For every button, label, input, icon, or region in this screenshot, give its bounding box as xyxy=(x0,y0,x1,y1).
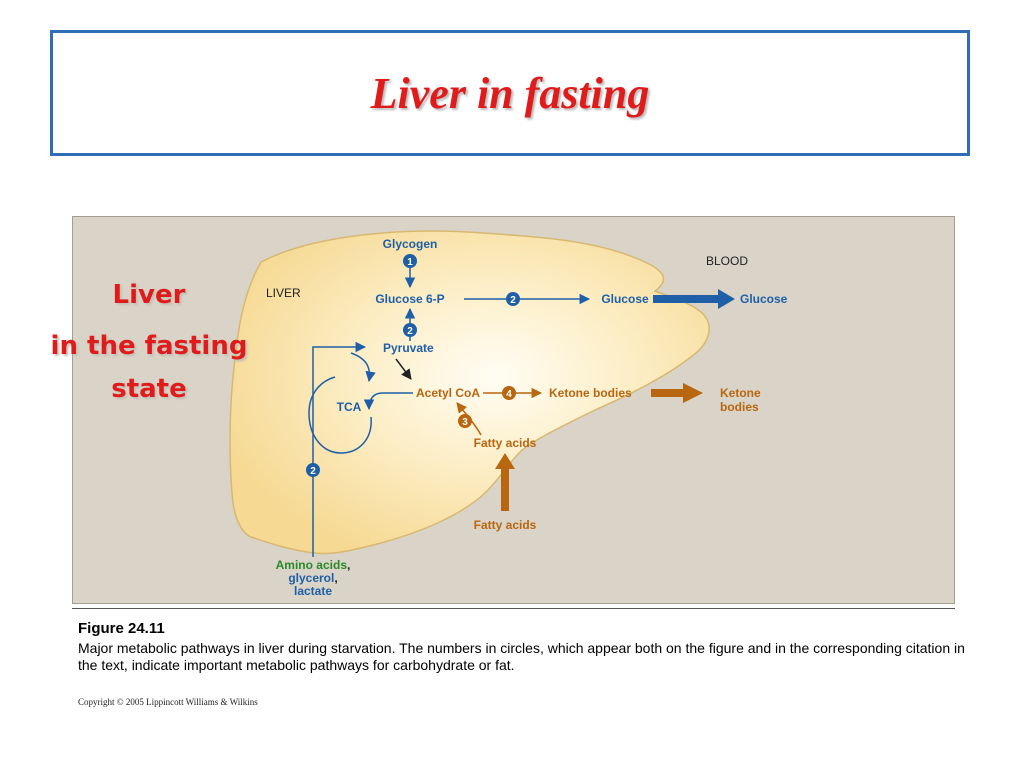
lactate-label: lactate xyxy=(294,584,332,598)
ketone-blood-label-line1: Ketone xyxy=(720,386,761,400)
tca-cycle-loop xyxy=(308,376,372,454)
glycerol-label: glycerol xyxy=(288,571,334,585)
arrow-blood-fattyacids-to-liver xyxy=(495,453,515,511)
glycogen-label: Glycogen xyxy=(383,237,438,251)
slide-title: Liver in fasting xyxy=(370,68,650,118)
ketone-bodies-label: Ketone bodies xyxy=(549,386,632,400)
line-amino-acids-to-pyruvate xyxy=(312,341,367,557)
arrow-acetylcoa-to-tca xyxy=(363,392,413,411)
pathway-number-1-circle xyxy=(403,254,417,268)
fatty-acids-blood-label: Fatty acids xyxy=(474,518,537,532)
pathway-number-2b-circle xyxy=(403,323,417,337)
fatty-acids-liver-label: Fatty acids xyxy=(474,436,537,450)
glycerol-comma: , xyxy=(334,571,337,585)
figure-caption: Major metabolic pathways in liver during… xyxy=(78,640,965,673)
figure-label: Figure 24.11 xyxy=(78,620,165,637)
amino-acids-line: Amino acids, xyxy=(276,558,351,572)
arrow-glucose-to-blood xyxy=(653,289,735,309)
liver-label: LIVER xyxy=(266,286,301,300)
glucose-liver-label: Glucose xyxy=(601,292,649,306)
pathway-number-2b: 2 xyxy=(407,326,413,337)
side-label-line1: Liver xyxy=(112,280,186,310)
pathway-number-1: 1 xyxy=(407,257,413,268)
pathway-number-4-circle xyxy=(502,386,516,400)
glycerol-line: glycerol, xyxy=(288,571,337,585)
acetylcoa-label: Acetyl CoA xyxy=(416,386,480,400)
pyruvate-label: Pyruvate xyxy=(383,341,434,355)
pathway-number-2c-circle xyxy=(306,463,320,477)
pathway-number-2a-circle xyxy=(506,292,520,306)
title-box: Liver in fasting xyxy=(50,30,970,156)
arrow-to-tca xyxy=(350,352,376,383)
pathway-number-3: 3 xyxy=(462,417,468,428)
liver-shape xyxy=(229,230,710,555)
pathway-number-2a: 2 xyxy=(510,295,516,306)
pathway-number-3-circle xyxy=(458,414,472,428)
side-label-line2: in the fasting xyxy=(50,331,248,361)
amino-acids-comma: , xyxy=(347,558,350,572)
amino-acids-label: Amino acids xyxy=(276,558,348,572)
glucose-blood-label: Glucose xyxy=(740,292,788,306)
copyright-notice: Copyright © 2005 Lippincott Williams & W… xyxy=(78,697,258,707)
side-label-line3: state xyxy=(111,374,187,404)
ketone-blood-label-line2: bodies xyxy=(720,400,759,414)
tca-label: TCA xyxy=(337,400,362,414)
metabolic-diagram: 1 2 2 2 3 4 LIVER BLOOD Glycogen Glucose… xyxy=(229,230,788,598)
glucose6p-label: Glucose 6-P xyxy=(375,292,444,306)
pathway-number-2c: 2 xyxy=(310,466,316,477)
arrow-pyruvate-to-acetylcoa xyxy=(395,358,412,380)
caption-divider xyxy=(72,608,955,609)
figure-panel: 1 2 2 2 3 4 LIVER BLOOD Glycogen Glucose… xyxy=(72,216,955,604)
arrow-ketones-to-blood xyxy=(651,383,703,403)
pathway-number-4: 4 xyxy=(506,389,512,400)
blood-label: BLOOD xyxy=(706,254,748,268)
